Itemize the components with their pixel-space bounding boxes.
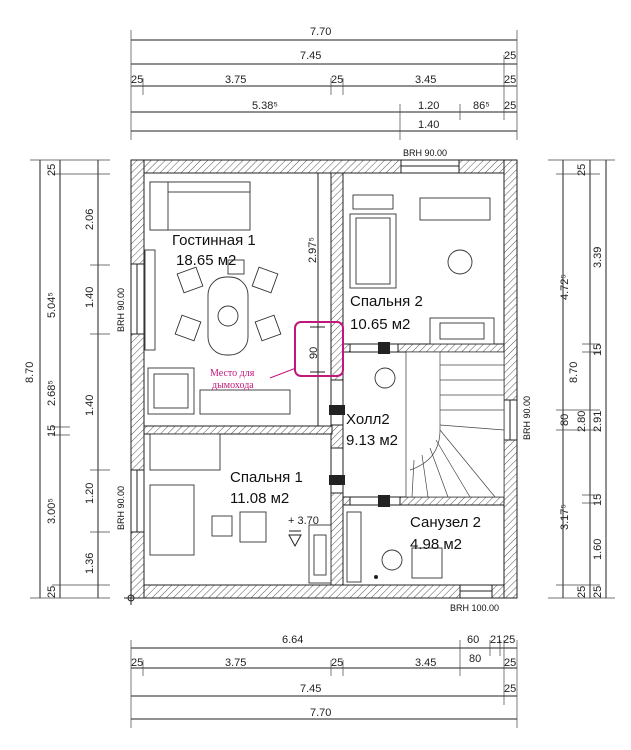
dim-label: 8.70 xyxy=(24,362,36,383)
dim-label: 1.40 xyxy=(84,395,96,416)
chimney-note-line1: Место для xyxy=(210,368,255,379)
dim-label: 25 xyxy=(504,50,516,62)
dim-label: 7.70 xyxy=(310,707,331,719)
dim-label: 60 xyxy=(467,634,479,646)
room-area-hall: 9.13 м2 xyxy=(346,432,398,449)
room-name-bedroom-1: Спальня 1 xyxy=(230,469,303,486)
dim-label: 15 xyxy=(46,425,58,437)
window-label: BRH 90.00 xyxy=(116,486,126,530)
dim-label: 1.40 xyxy=(84,287,96,308)
dim-label: 21 xyxy=(490,634,502,646)
dim-label: 1.60 xyxy=(592,539,604,560)
window-label: BRH 90.00 xyxy=(116,288,126,332)
dim-label: 2.80 xyxy=(576,411,588,432)
dim-label: 3.45 xyxy=(415,657,436,669)
dim-label: 25 xyxy=(504,683,516,695)
room-name-bedroom-2: Спальня 2 xyxy=(350,293,423,310)
dim-label: 8.70 xyxy=(568,362,580,383)
room-name-living: Гостинная 1 xyxy=(172,232,256,249)
dim-label: 86⁵ xyxy=(473,100,490,112)
dim-label: 6.64 xyxy=(282,634,303,646)
doors xyxy=(329,342,401,507)
window-label: BRH 100.00 xyxy=(450,603,499,613)
dim-label: 3.75 xyxy=(225,657,246,669)
dim-label: 25 xyxy=(503,634,515,646)
right-dimensions: 8.70 25 4.72⁵ 80 3.17⁵ 25 3.39 15 2.80 2… xyxy=(548,159,615,599)
dim-label: 3.17⁵ xyxy=(559,504,571,530)
room-name-hall: Холл2 xyxy=(346,411,390,428)
top-dimensions: 7.70 7.45 25 25 3.75 25 3.45 25 5.38⁵ 1.… xyxy=(130,26,518,140)
dim-label: 1.36 xyxy=(84,553,96,574)
room-area-living: 18.65 м2 xyxy=(176,252,236,269)
dim-label: 1.40 xyxy=(418,119,439,131)
dim-label: 5.38⁵ xyxy=(252,100,278,112)
dim-label: 80 xyxy=(469,653,481,665)
dim-label: 25 xyxy=(592,586,604,598)
dim-label: 3.75 xyxy=(225,74,246,86)
dim-label: 1.20 xyxy=(418,100,439,112)
dim-label: 2.06 xyxy=(84,209,96,230)
window-label: BRH 90.00 xyxy=(522,396,532,440)
dim-label: 15 xyxy=(592,344,604,356)
left-dimensions: 8.70 25 5.04⁵ 2.68⁵ 15 3.00⁵ 25 2.06 1.4… xyxy=(24,159,110,599)
dim-label: 3.39 xyxy=(592,247,604,268)
dim-label: 25 xyxy=(504,657,516,669)
dim-label: 1.20 xyxy=(84,483,96,504)
windows xyxy=(130,159,518,599)
dim-label: 25 xyxy=(46,164,58,176)
dim-label: 5.04⁵ xyxy=(46,292,58,318)
dim-label: 3.00⁵ xyxy=(46,498,58,524)
dim-label: 25 xyxy=(331,657,343,669)
room-name-bathroom: Санузел 2 xyxy=(410,514,481,531)
room-area-bedroom-1: 11.08 м2 xyxy=(230,490,289,507)
dim-label: 25 xyxy=(131,657,143,669)
dim-label: 25 xyxy=(131,74,143,86)
bottom-dimensions: 6.64 60 21 25 80 25 3.75 25 3.45 25 7.45… xyxy=(130,634,518,728)
dim-label: 25 xyxy=(504,74,516,86)
dim-label: 7.70 xyxy=(310,26,331,38)
dim-label: 15 xyxy=(592,494,604,506)
dim-label: 2.68⁵ xyxy=(46,380,58,406)
dim-label: 25 xyxy=(504,100,516,112)
room-area-bathroom: 4.98 м2 xyxy=(410,536,462,553)
origin-mark xyxy=(124,591,138,605)
dim-label: 7.45 xyxy=(300,50,321,62)
window-label: BRH 90.00 xyxy=(403,148,447,158)
level-mark: + 3.70 xyxy=(288,515,319,527)
dim-label: 4.72⁵ xyxy=(559,274,571,300)
room-area-bedroom-2: 10.65 м2 xyxy=(350,316,410,333)
chimney-note-line2: дымохода xyxy=(212,380,254,391)
partition-dim: 2.97⁵ xyxy=(307,237,319,263)
dim-label: 25 xyxy=(576,586,588,598)
dim-label: 2.91 xyxy=(592,411,604,432)
dim-label: 25 xyxy=(576,164,588,176)
dim-label: 25 xyxy=(331,74,343,86)
furniture xyxy=(144,181,505,584)
chimney-width-dim: 90 xyxy=(308,347,320,359)
dim-label: 80 xyxy=(559,414,571,426)
dim-label: 25 xyxy=(46,586,58,598)
dim-label: 3.45 xyxy=(415,74,436,86)
dim-label: 7.45 xyxy=(300,683,321,695)
chimney-marker xyxy=(269,321,344,379)
